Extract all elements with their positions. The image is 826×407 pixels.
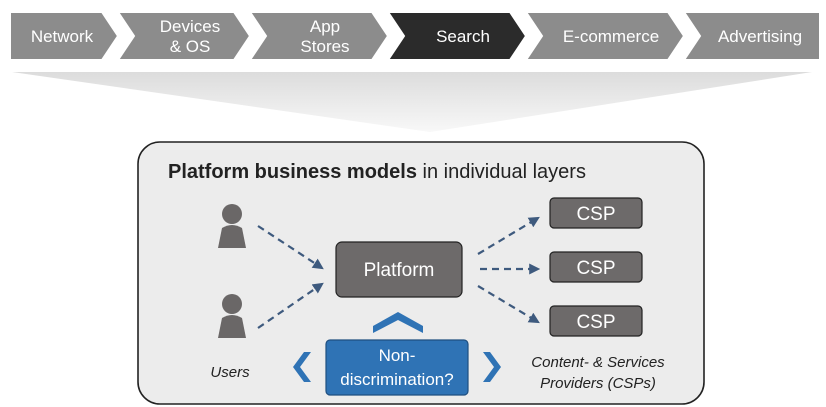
chain-step-devices-os bbox=[116, 11, 252, 61]
csp-label: CSP bbox=[576, 204, 615, 225]
chain-step-label: App bbox=[310, 17, 340, 36]
platform-label: Platform bbox=[364, 260, 435, 281]
panel-title-bold: Platform business models bbox=[168, 161, 417, 183]
chain-step-app-stores bbox=[248, 11, 390, 61]
chain-step-label: E-commerce bbox=[563, 27, 659, 46]
csp-box bbox=[549, 197, 643, 229]
panel-title: Platform business models in individual l… bbox=[168, 161, 586, 183]
chain-step-search bbox=[386, 11, 528, 61]
users-label: Users bbox=[210, 364, 250, 381]
platform-box bbox=[335, 241, 463, 298]
chain-step-advertising bbox=[682, 11, 821, 61]
person-icon bbox=[218, 294, 246, 338]
chain-step-label: Advertising bbox=[718, 27, 802, 46]
chain-step-label: Search bbox=[436, 27, 490, 46]
providers-label-line2: Providers (CSPs) bbox=[540, 375, 656, 392]
nondiscrimination-line2: discrimination? bbox=[340, 370, 453, 389]
csp-label: CSP bbox=[576, 258, 615, 279]
arrow-user-to-platform bbox=[257, 225, 324, 270]
chain-step-label: Network bbox=[31, 27, 94, 46]
flow-arrows bbox=[257, 216, 541, 329]
nondiscrimination-box bbox=[325, 339, 469, 396]
person-icon bbox=[218, 204, 246, 248]
nondiscrimination-line1: Non- bbox=[379, 346, 416, 365]
chain-step-label: Stores bbox=[300, 37, 349, 56]
panel-title-rest: in individual layers bbox=[417, 161, 586, 183]
chevron-left-icon bbox=[293, 352, 311, 382]
funnel-shape bbox=[12, 72, 812, 132]
csp-box bbox=[549, 305, 643, 337]
chain-step-network bbox=[9, 11, 120, 61]
csp-box bbox=[549, 251, 643, 283]
providers-label-line1: Content- & Services bbox=[531, 354, 665, 371]
chevron-up-icon bbox=[373, 312, 423, 333]
csp-label: CSP bbox=[576, 312, 615, 333]
chain-step-label: & OS bbox=[170, 37, 211, 56]
chain-step-e-commerce bbox=[524, 11, 686, 61]
chevron-right-icon bbox=[483, 352, 501, 382]
arrow-user-to-platform bbox=[257, 282, 324, 329]
chain-step-label: Devices bbox=[160, 17, 220, 36]
